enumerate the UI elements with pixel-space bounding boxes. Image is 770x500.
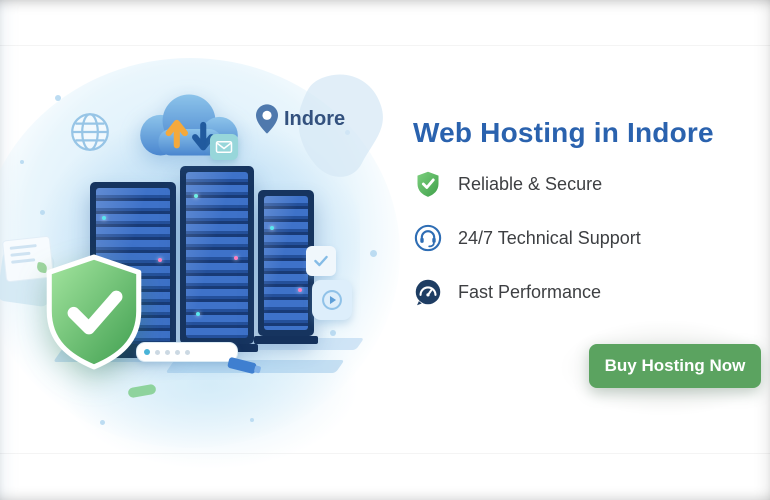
- server-led: [270, 226, 274, 230]
- decor-dot: [55, 95, 61, 101]
- shield-check-badge: [46, 254, 142, 370]
- decor-dot: [40, 210, 45, 215]
- decor-dot: [100, 420, 105, 425]
- control-strip: [136, 342, 238, 362]
- server-led: [158, 258, 162, 262]
- location-marker: Indore: [256, 104, 345, 134]
- location-pin-icon: [256, 104, 278, 134]
- server-rack: [254, 190, 318, 344]
- location-label: Indore: [284, 107, 346, 130]
- indicator-dot: [175, 349, 180, 355]
- mail-icon: [210, 134, 238, 160]
- server-led: [298, 288, 302, 292]
- indicator-dot: [165, 349, 170, 355]
- indicator-dot: [144, 349, 150, 355]
- globe-icon: [71, 113, 109, 151]
- buy-hosting-button[interactable]: Buy Hosting Now: [589, 344, 761, 388]
- feature-item-performance: Fast Performance: [413, 276, 641, 308]
- decor-dot: [250, 418, 254, 422]
- play-icon: [312, 280, 352, 320]
- server-led: [234, 256, 238, 260]
- decor-dot: [20, 160, 24, 164]
- shield-check-icon: [413, 169, 443, 199]
- page-title: Web Hosting in Indore: [413, 116, 714, 148]
- feature-label: 24/7 Technical Support: [458, 227, 641, 248]
- server-led: [196, 312, 200, 316]
- decor-dot: [370, 250, 377, 257]
- feature-label: Reliable & Secure: [458, 173, 603, 194]
- headset-support-icon: [413, 223, 443, 253]
- banner-top-divider: [0, 45, 770, 46]
- document-line: [10, 251, 31, 257]
- check-tile-icon: [306, 246, 336, 276]
- indicator-dot: [155, 349, 160, 355]
- speedometer-icon: [413, 277, 443, 307]
- indicator-dot: [185, 349, 190, 355]
- decor-dot: [330, 330, 336, 336]
- map-shape: [298, 74, 383, 177]
- feature-item-reliable: Reliable & Secure: [413, 168, 641, 200]
- document-line: [9, 244, 37, 250]
- document-line: [11, 258, 36, 264]
- banner-bottom-divider: [0, 453, 770, 454]
- server-rack-panel: [186, 172, 248, 338]
- feature-label: Fast Performance: [458, 281, 602, 302]
- feature-list: Reliable & Secure 24/7 Technical Support: [413, 168, 641, 330]
- server-led: [102, 216, 106, 220]
- server-rack: [176, 166, 258, 352]
- server-rack-panel: [264, 196, 308, 330]
- server-led: [194, 194, 198, 198]
- feature-item-support: 24/7 Technical Support: [413, 222, 641, 254]
- hosting-illustration: Indore: [0, 0, 410, 500]
- cloud-transfer-icon: [140, 94, 238, 156]
